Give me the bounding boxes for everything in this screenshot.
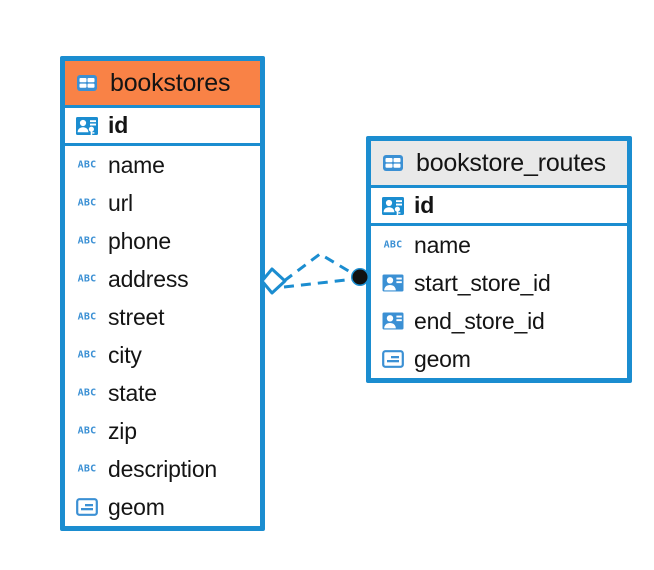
- abc-string-icon: ABC: [74, 456, 100, 482]
- field-row-street[interactable]: ABC street: [65, 298, 260, 336]
- svg-text:ABC: ABC: [78, 160, 97, 171]
- entity-table-bookstores[interactable]: bookstores id ABC: [60, 56, 265, 531]
- field-row-name[interactable]: ABC name: [371, 226, 627, 264]
- entity-title: bookstore_routes: [416, 148, 606, 177]
- field-row-address[interactable]: ABC address: [65, 260, 260, 298]
- abc-string-icon: ABC: [74, 152, 100, 178]
- primary-key-icon: [380, 193, 406, 219]
- abc-string-icon: ABC: [74, 228, 100, 254]
- svg-text:ABC: ABC: [384, 240, 403, 251]
- field-row-zip[interactable]: ABC zip: [65, 412, 260, 450]
- field-row-id[interactable]: id: [371, 188, 627, 226]
- abc-string-icon: ABC: [74, 380, 100, 406]
- field-label: state: [108, 379, 157, 406]
- table-icon: [380, 150, 406, 176]
- field-label: city: [108, 341, 142, 368]
- svg-text:ABC: ABC: [78, 464, 97, 475]
- foreign-key-icon: [380, 308, 406, 334]
- abc-string-icon: ABC: [74, 190, 100, 216]
- field-label: end_store_id: [414, 307, 545, 334]
- field-row-geom[interactable]: geom: [371, 340, 627, 378]
- field-label: description: [108, 455, 218, 482]
- field-label: url: [108, 189, 133, 216]
- field-label: zip: [108, 417, 137, 444]
- field-label: id: [414, 192, 435, 218]
- field-row-id[interactable]: id: [65, 108, 260, 146]
- entity-title: bookstores: [110, 68, 231, 97]
- svg-text:ABC: ABC: [78, 236, 97, 247]
- field-row-name[interactable]: ABC name: [65, 146, 260, 184]
- field-label: start_store_id: [414, 269, 551, 296]
- abc-string-icon: ABC: [74, 418, 100, 444]
- svg-text:ABC: ABC: [78, 198, 97, 209]
- field-label: id: [108, 112, 129, 138]
- svg-text:ABC: ABC: [78, 350, 97, 361]
- field-label: name: [108, 151, 165, 178]
- primary-key-icon: [74, 113, 100, 139]
- entity-table-bookstore-routes[interactable]: bookstore_routes id ABC: [366, 136, 632, 383]
- field-row-end-store-id[interactable]: end_store_id: [371, 302, 627, 340]
- table-icon: [74, 70, 100, 96]
- relationship-diamond-endpoint[interactable]: [260, 267, 287, 295]
- abc-string-icon: ABC: [380, 232, 406, 258]
- abc-string-icon: ABC: [74, 342, 100, 368]
- field-row-state[interactable]: ABC state: [65, 374, 260, 412]
- svg-text:ABC: ABC: [78, 426, 97, 437]
- svg-text:ABC: ABC: [78, 274, 97, 285]
- field-row-city[interactable]: ABC city: [65, 336, 260, 374]
- abc-string-icon: ABC: [74, 304, 100, 330]
- field-label: geom: [414, 345, 471, 372]
- relationship-line-upper: [283, 252, 358, 283]
- field-row-geom[interactable]: geom: [65, 488, 260, 526]
- foreign-key-icon: [380, 270, 406, 296]
- field-label: address: [108, 265, 189, 292]
- entity-header-bookstores[interactable]: bookstores: [65, 61, 260, 108]
- relationship-line-lower: [283, 277, 356, 289]
- svg-text:ABC: ABC: [78, 388, 97, 399]
- field-row-url[interactable]: ABC url: [65, 184, 260, 222]
- geometry-icon: [380, 346, 406, 372]
- svg-text:ABC: ABC: [78, 312, 97, 323]
- field-row-description[interactable]: ABC description: [65, 450, 260, 488]
- entity-header-bookstore-routes[interactable]: bookstore_routes: [371, 141, 627, 188]
- field-label: geom: [108, 493, 165, 520]
- field-row-start-store-id[interactable]: start_store_id: [371, 264, 627, 302]
- field-row-phone[interactable]: ABC phone: [65, 222, 260, 260]
- geometry-icon: [74, 494, 100, 520]
- field-label: street: [108, 303, 165, 330]
- abc-string-icon: ABC: [74, 266, 100, 292]
- field-label: name: [414, 231, 471, 258]
- field-label: phone: [108, 227, 171, 254]
